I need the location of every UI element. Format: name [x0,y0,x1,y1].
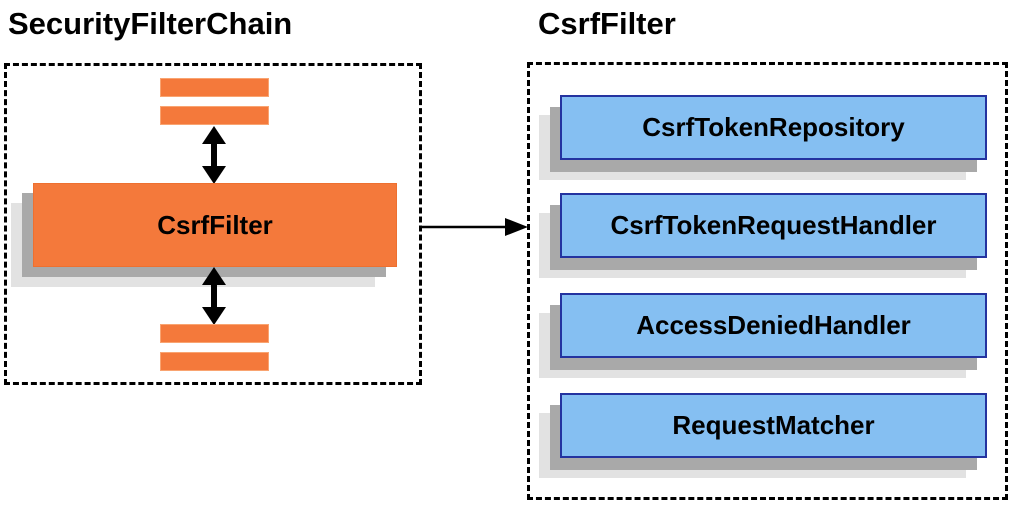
component-box-csrf-token-repository: CsrfTokenRepository [560,95,987,160]
csrf-filter-box-label: CsrfFilter [157,209,273,240]
double-arrow-icon-bottom [202,267,226,325]
component-label: CsrfTokenRepository [642,112,905,142]
component-label: CsrfTokenRequestHandler [610,210,937,240]
double-arrow-icon-top [202,126,226,184]
component-box-csrf-token-request-handler: CsrfTokenRequestHandler [560,193,987,258]
component-box-request-matcher: RequestMatcher [560,393,987,458]
component-label: RequestMatcher [672,410,875,440]
csrf-filter-group-title: CsrfFilter [538,6,676,41]
security-filter-chain-title: SecurityFilterChain [8,6,293,41]
filter-stub-bar-bottom-2 [160,352,269,371]
flow-arrow-icon [422,218,528,236]
security-filter-chain-container [4,63,422,385]
component-box-access-denied-handler: AccessDeniedHandler [560,293,987,358]
component-label: AccessDeniedHandler [636,310,911,340]
filter-stub-bar-top-2 [160,106,269,125]
csrf-filter-container [527,62,1008,500]
filter-stub-bar-top-1 [160,78,269,97]
filter-stub-bar-bottom-1 [160,324,269,343]
csrf-filter-box: CsrfFilter [33,183,397,267]
